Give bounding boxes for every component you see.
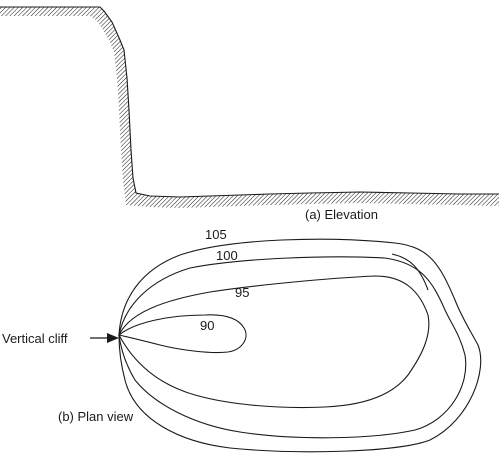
elevation-hatching [0,7,499,208]
contour-label-105: 105 [205,227,227,242]
plan-caption: (b) Plan view [58,409,134,424]
contour-90 [117,314,247,354]
contour-100 [118,256,467,439]
contour-label-90: 90 [200,318,214,333]
plan-view [117,238,482,453]
contour-105 [118,238,482,453]
ground-line [0,6,499,198]
contour-100-inner-branch [391,253,429,291]
cliff-label: Vertical cliff [2,331,68,346]
contour-95 [118,275,430,409]
elevation-profile [0,6,499,208]
contour-label-100: 100 [216,248,238,263]
elevation-caption: (a) Elevation [305,207,378,222]
contour-label-95: 95 [235,285,249,300]
cliff-arrow-head [107,333,119,343]
